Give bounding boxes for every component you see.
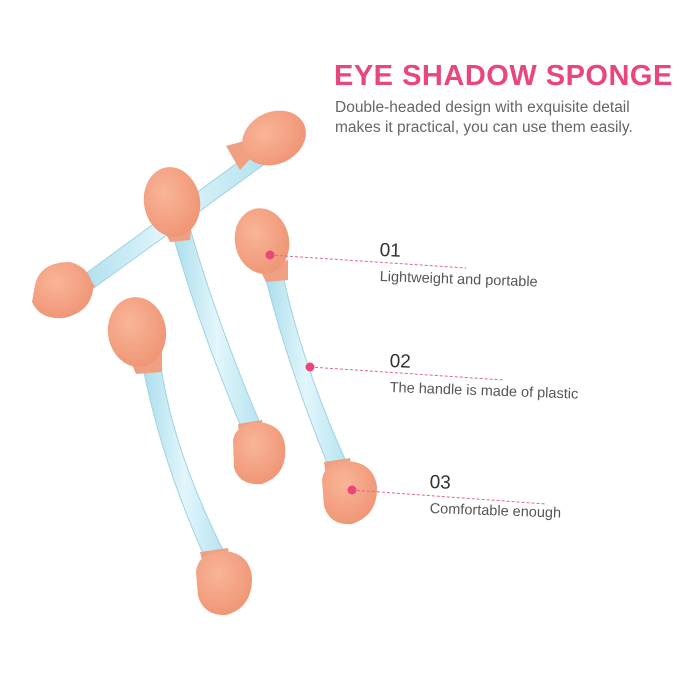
applicator-left [107,297,252,616]
sponge-tip-icon [234,208,290,282]
description-line: makes it practical, you can use them eas… [335,119,633,136]
applicator-center [143,167,286,485]
feature-number: 03 [429,472,452,494]
sponge-tip-icon [233,420,286,485]
applicator-right [234,208,378,525]
description-line: Double-headed design with exquisite deta… [335,99,630,116]
sponge-tip-icon [196,548,252,616]
marker-dot-icon [347,485,357,495]
marker-dot-icon [265,250,275,260]
product-description: Double-headed design with exquisite deta… [335,98,670,138]
sponge-tip-icon [32,262,95,319]
sponge-tip-icon [226,110,306,170]
sponge-tip-icon [107,297,167,374]
callout-01-leader [265,250,467,269]
feature-number: 02 [389,351,412,373]
callout-03-leader [347,485,547,505]
feature-number: 01 [379,240,402,262]
marker-dot-icon [305,362,315,372]
callout-02-leader [305,362,505,381]
page-title: EYE SHADOW SPONGE [334,60,673,92]
sponge-tip-icon [143,167,201,242]
